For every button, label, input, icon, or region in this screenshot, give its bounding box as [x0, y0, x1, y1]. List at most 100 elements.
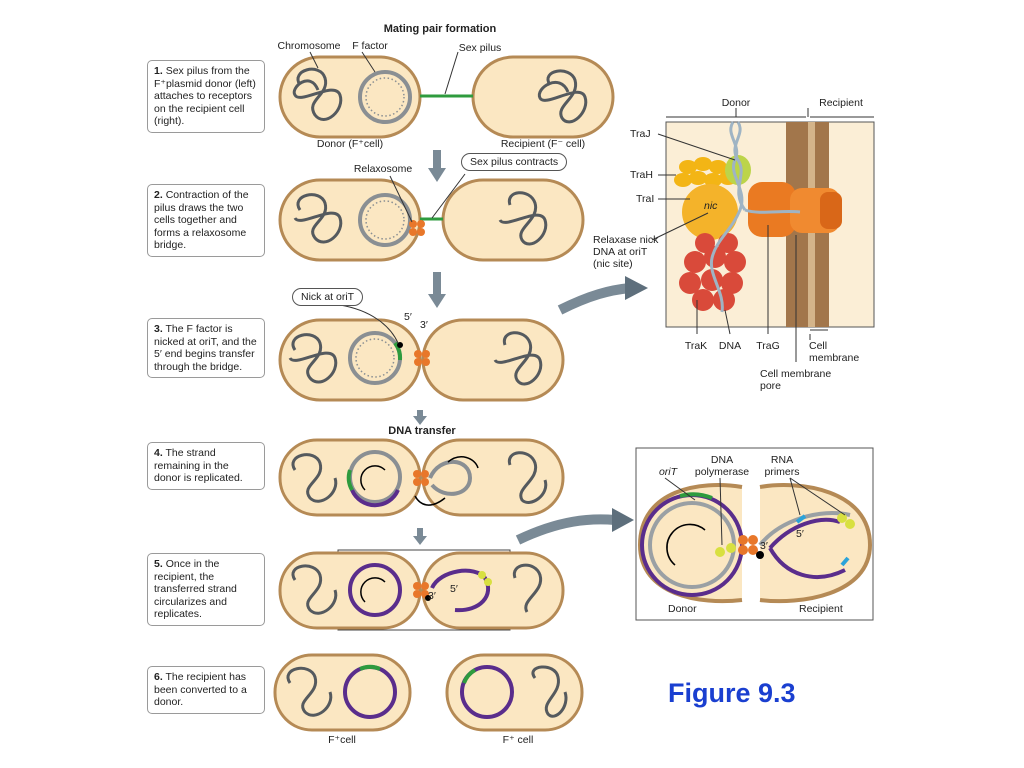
recipient-chromosome-3	[493, 331, 543, 386]
recipient-cell-1	[471, 55, 615, 139]
inset-top	[665, 121, 875, 328]
recipient-cell-5	[421, 551, 565, 630]
primer-dot-5a	[478, 571, 486, 579]
primer-blue-2	[840, 556, 850, 567]
three-prime-dot-zoom	[756, 551, 764, 559]
label-sex-pilus: Sex pilus	[458, 42, 502, 54]
leader-nick	[339, 304, 399, 344]
callout-pilus-contracts: Sex pilus contracts	[461, 153, 568, 171]
label-rna-primers-2: primers	[764, 466, 800, 478]
arrow-to-top-inset-head	[625, 276, 648, 300]
row-5-cells	[278, 551, 565, 630]
leader-f-factor	[361, 51, 376, 73]
plasmid-2	[358, 193, 412, 247]
recipient-chromosome-1	[537, 69, 588, 124]
dna-into-pore	[744, 208, 801, 214]
inset-top-leaders	[651, 108, 874, 362]
label-relaxase-nick: Relaxase nick	[593, 234, 659, 246]
label-traj: TraJ	[630, 128, 651, 140]
label-donor-cell: Donor (F⁺cell)	[316, 138, 384, 150]
leader-sex-pilus	[444, 51, 459, 95]
label-cell-membrane-pore: Cell membrane	[760, 368, 832, 380]
plasmid-2-inner	[365, 200, 405, 240]
recipient-chromosome-5	[512, 563, 543, 613]
step-text: The F factor is nicked at oriT, and the …	[154, 323, 257, 373]
arrow-down-1-head	[428, 168, 446, 182]
label-nic-site: (nic site)	[593, 258, 633, 270]
label-trak: TraK	[684, 340, 708, 352]
polymerase-dot-4	[845, 519, 855, 529]
traj-protein	[725, 155, 751, 185]
label-recipient-cell: Recipient (F⁻ cell)	[500, 138, 586, 150]
inset-bottom-leaders	[664, 477, 846, 546]
plasmid-5	[348, 563, 402, 617]
label-f-factor: F factor	[352, 40, 388, 52]
label-membrane: membrane	[809, 352, 860, 364]
polymerase-dot-3	[837, 513, 847, 523]
three-prime-dot-5	[425, 595, 431, 601]
label-nic: nic	[704, 200, 718, 212]
primer-blue-1	[795, 514, 807, 524]
replication-arrow-4	[360, 465, 386, 491]
label-trag: TraG	[756, 340, 780, 352]
relaxosome-bridge-2	[409, 220, 425, 236]
leader-relaxosome	[389, 175, 413, 223]
plasmid-1	[358, 70, 412, 124]
label-f-plus-cell-left: F⁺cell	[328, 734, 356, 746]
plasmid-6b	[460, 665, 514, 719]
recipient-cell-4	[421, 438, 565, 517]
label-five-prime-3: 5′	[404, 311, 412, 323]
orit-4	[346, 469, 354, 491]
row-3-cells	[278, 318, 565, 402]
label-three-prime-5: 3′	[428, 590, 436, 602]
row-4-cells	[278, 438, 565, 517]
replication-arrow-zoom	[666, 523, 706, 566]
trai-protein	[682, 184, 738, 240]
label-f-plus-cell-right: F⁺ cell	[502, 734, 534, 746]
label-relaxosome: Relaxosome	[353, 163, 413, 175]
label-dna-transfer: DNA transfer	[388, 425, 456, 437]
step-text: Sex pilus from the F⁺plasmid donor (left…	[154, 65, 256, 128]
label-donor-zoom: Donor	[668, 603, 697, 615]
arrow-to-top-inset	[557, 283, 631, 315]
callout-nick-at-orit: Nick at oriT	[292, 288, 364, 306]
recipient-chromosome-4	[507, 451, 548, 504]
label-dna-polymerase-2: polymerase	[694, 466, 750, 478]
chromosome-4	[291, 453, 338, 503]
step-number: 1.	[154, 65, 163, 77]
recipient-cell-3	[421, 318, 565, 402]
label-three-prime-3: 3′	[420, 319, 428, 331]
inset-bottom	[635, 447, 874, 621]
figure-label: Figure 9.3	[668, 678, 796, 708]
row-1-cells	[278, 55, 615, 139]
step-text: The strand remaining in the donor is rep…	[154, 447, 243, 485]
replication-arrow-5	[360, 577, 386, 603]
chromosome-6a	[286, 666, 333, 717]
row-2-cells	[278, 178, 585, 262]
curve-arrow-4a	[447, 456, 479, 469]
new-strand-4	[350, 489, 400, 508]
orit-zoom	[679, 492, 713, 500]
relaxosome-bridge-3	[414, 350, 430, 366]
relaxosome-bridge-4	[413, 470, 429, 486]
label-trai: TraI	[636, 193, 655, 205]
f-plus-cell-right	[445, 653, 584, 732]
step-5-box: 5. Once in the recipient, the transferre…	[147, 553, 265, 626]
chromosome-5	[291, 564, 338, 615]
step-number: 2.	[154, 189, 163, 201]
label-five-prime-zoom: 5′	[796, 528, 804, 540]
chromosome-2	[293, 193, 343, 244]
arrow-to-bottom-inset	[515, 514, 616, 545]
orit-6a	[359, 664, 381, 671]
step-text: The recipient has been converted to a do…	[154, 671, 247, 709]
label-recipient-zoom: Recipient	[799, 603, 843, 615]
relaxosome-bridge-5	[413, 582, 429, 598]
f-plus-cell-left	[273, 653, 412, 732]
label-dna-at-orit: DNA at oriT	[593, 246, 648, 258]
arrow-down-4-head	[413, 536, 427, 545]
step-number: 4.	[154, 447, 163, 459]
polymerase-dot-2	[726, 543, 736, 553]
step-2-box: 2. Contraction of the pilus draws the tw…	[147, 184, 265, 257]
step-number: 5.	[154, 558, 163, 570]
